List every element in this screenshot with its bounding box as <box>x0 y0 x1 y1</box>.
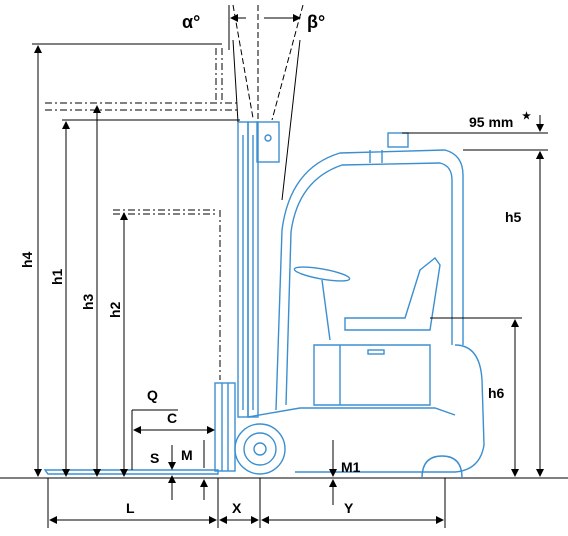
forklift-outline <box>43 121 485 479</box>
label-h2: h2 <box>107 301 123 318</box>
label-X: X <box>232 500 242 516</box>
mast-head-bolt <box>264 134 272 142</box>
label-h3: h3 <box>80 293 96 310</box>
label-h6: h6 <box>488 385 505 401</box>
front-wheel <box>234 423 286 475</box>
label-M1: M1 <box>341 459 361 475</box>
vertical-dimensions <box>32 43 548 505</box>
label-star: ★ <box>522 111 531 122</box>
horizontal-dimensions <box>47 426 446 528</box>
fork-carriage <box>214 382 236 472</box>
label-beta: β° <box>307 12 325 32</box>
label-95mm: 95 mm <box>469 114 513 130</box>
label-Q: Q <box>147 387 158 403</box>
label-L: L <box>126 500 135 516</box>
overhead-guard <box>275 149 464 411</box>
label-M: M <box>181 447 193 463</box>
label-alpha: α° <box>182 12 200 32</box>
roof-light <box>387 132 409 148</box>
lifted-fork-positions <box>45 48 237 380</box>
label-C: C <box>167 410 177 426</box>
operator-seat <box>344 256 441 331</box>
rear-wheel <box>421 455 463 479</box>
label-h5: h5 <box>505 209 522 225</box>
label-S: S <box>150 450 159 466</box>
tilt-lines <box>228 4 304 201</box>
fork <box>43 469 219 475</box>
mast-head <box>256 121 280 163</box>
steering-column <box>321 279 331 341</box>
truck-body <box>313 344 431 406</box>
mast-inner <box>247 121 259 418</box>
dimension-labels: α° β° 95 mm ★ h4 h1 h3 h2 h5 h6 Q C S M … <box>19 12 531 516</box>
label-Y: Y <box>344 500 354 516</box>
steering-wheel <box>293 266 351 282</box>
label-h4: h4 <box>19 251 35 268</box>
label-h1: h1 <box>49 268 65 285</box>
